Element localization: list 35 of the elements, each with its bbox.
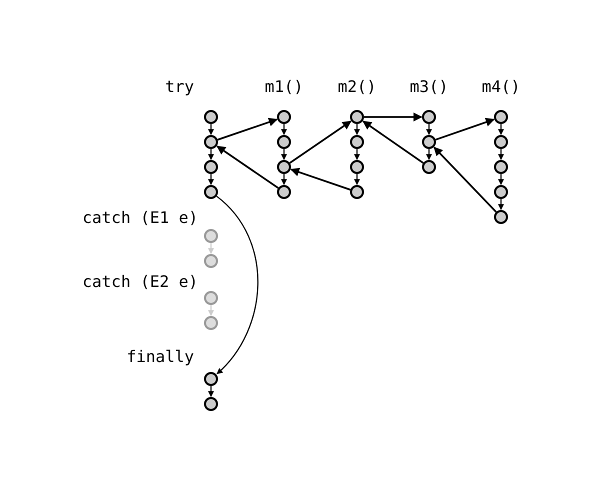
arrow — [435, 118, 495, 141]
block-label: catch (E1 e) — [82, 208, 198, 228]
block-label: m4() — [480, 77, 522, 97]
arrow — [208, 149, 214, 160]
arrow — [354, 149, 360, 160]
arrow — [281, 174, 287, 186]
arrow — [290, 168, 351, 191]
arrow — [208, 305, 214, 316]
arrow — [354, 124, 360, 136]
arrow — [208, 174, 214, 186]
arrow — [208, 124, 214, 136]
arrow — [498, 174, 504, 186]
arrow — [498, 199, 504, 210]
arrow — [354, 174, 360, 186]
arrow — [426, 149, 432, 160]
arrow — [216, 146, 279, 189]
arrow — [426, 124, 432, 136]
arrow — [434, 146, 497, 213]
arrow — [498, 124, 504, 136]
block-label: m1() — [264, 77, 304, 97]
arrow — [216, 196, 258, 374]
arrow — [362, 120, 424, 164]
block-label: m2() — [336, 77, 378, 97]
block-label: catch (E2 e) — [82, 272, 198, 292]
arrow — [498, 149, 504, 160]
block-label: try — [165, 77, 194, 97]
block-label: finally — [126, 347, 194, 367]
arrow — [281, 124, 287, 136]
arrow — [208, 243, 214, 254]
arrow — [364, 112, 422, 122]
arrow — [208, 386, 214, 398]
arrow — [281, 149, 287, 160]
arrow — [289, 120, 352, 164]
block-label: m3() — [408, 77, 450, 97]
arrow — [217, 118, 278, 141]
